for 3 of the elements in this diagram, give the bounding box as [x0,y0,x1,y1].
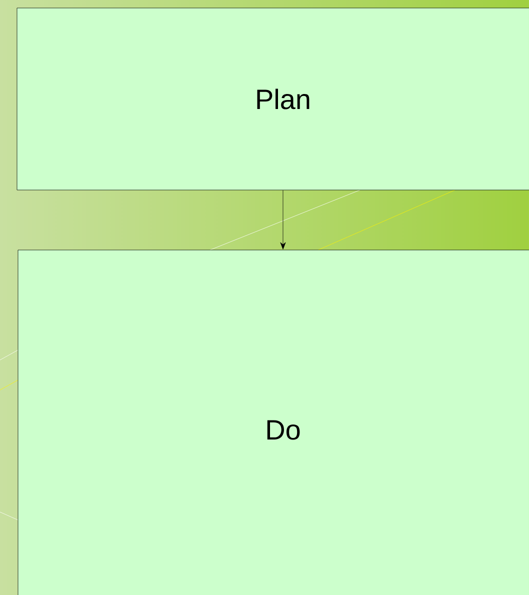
arrow [280,190,286,250]
process-box: Do [18,250,529,595]
process-box: Plan [16,8,529,190]
